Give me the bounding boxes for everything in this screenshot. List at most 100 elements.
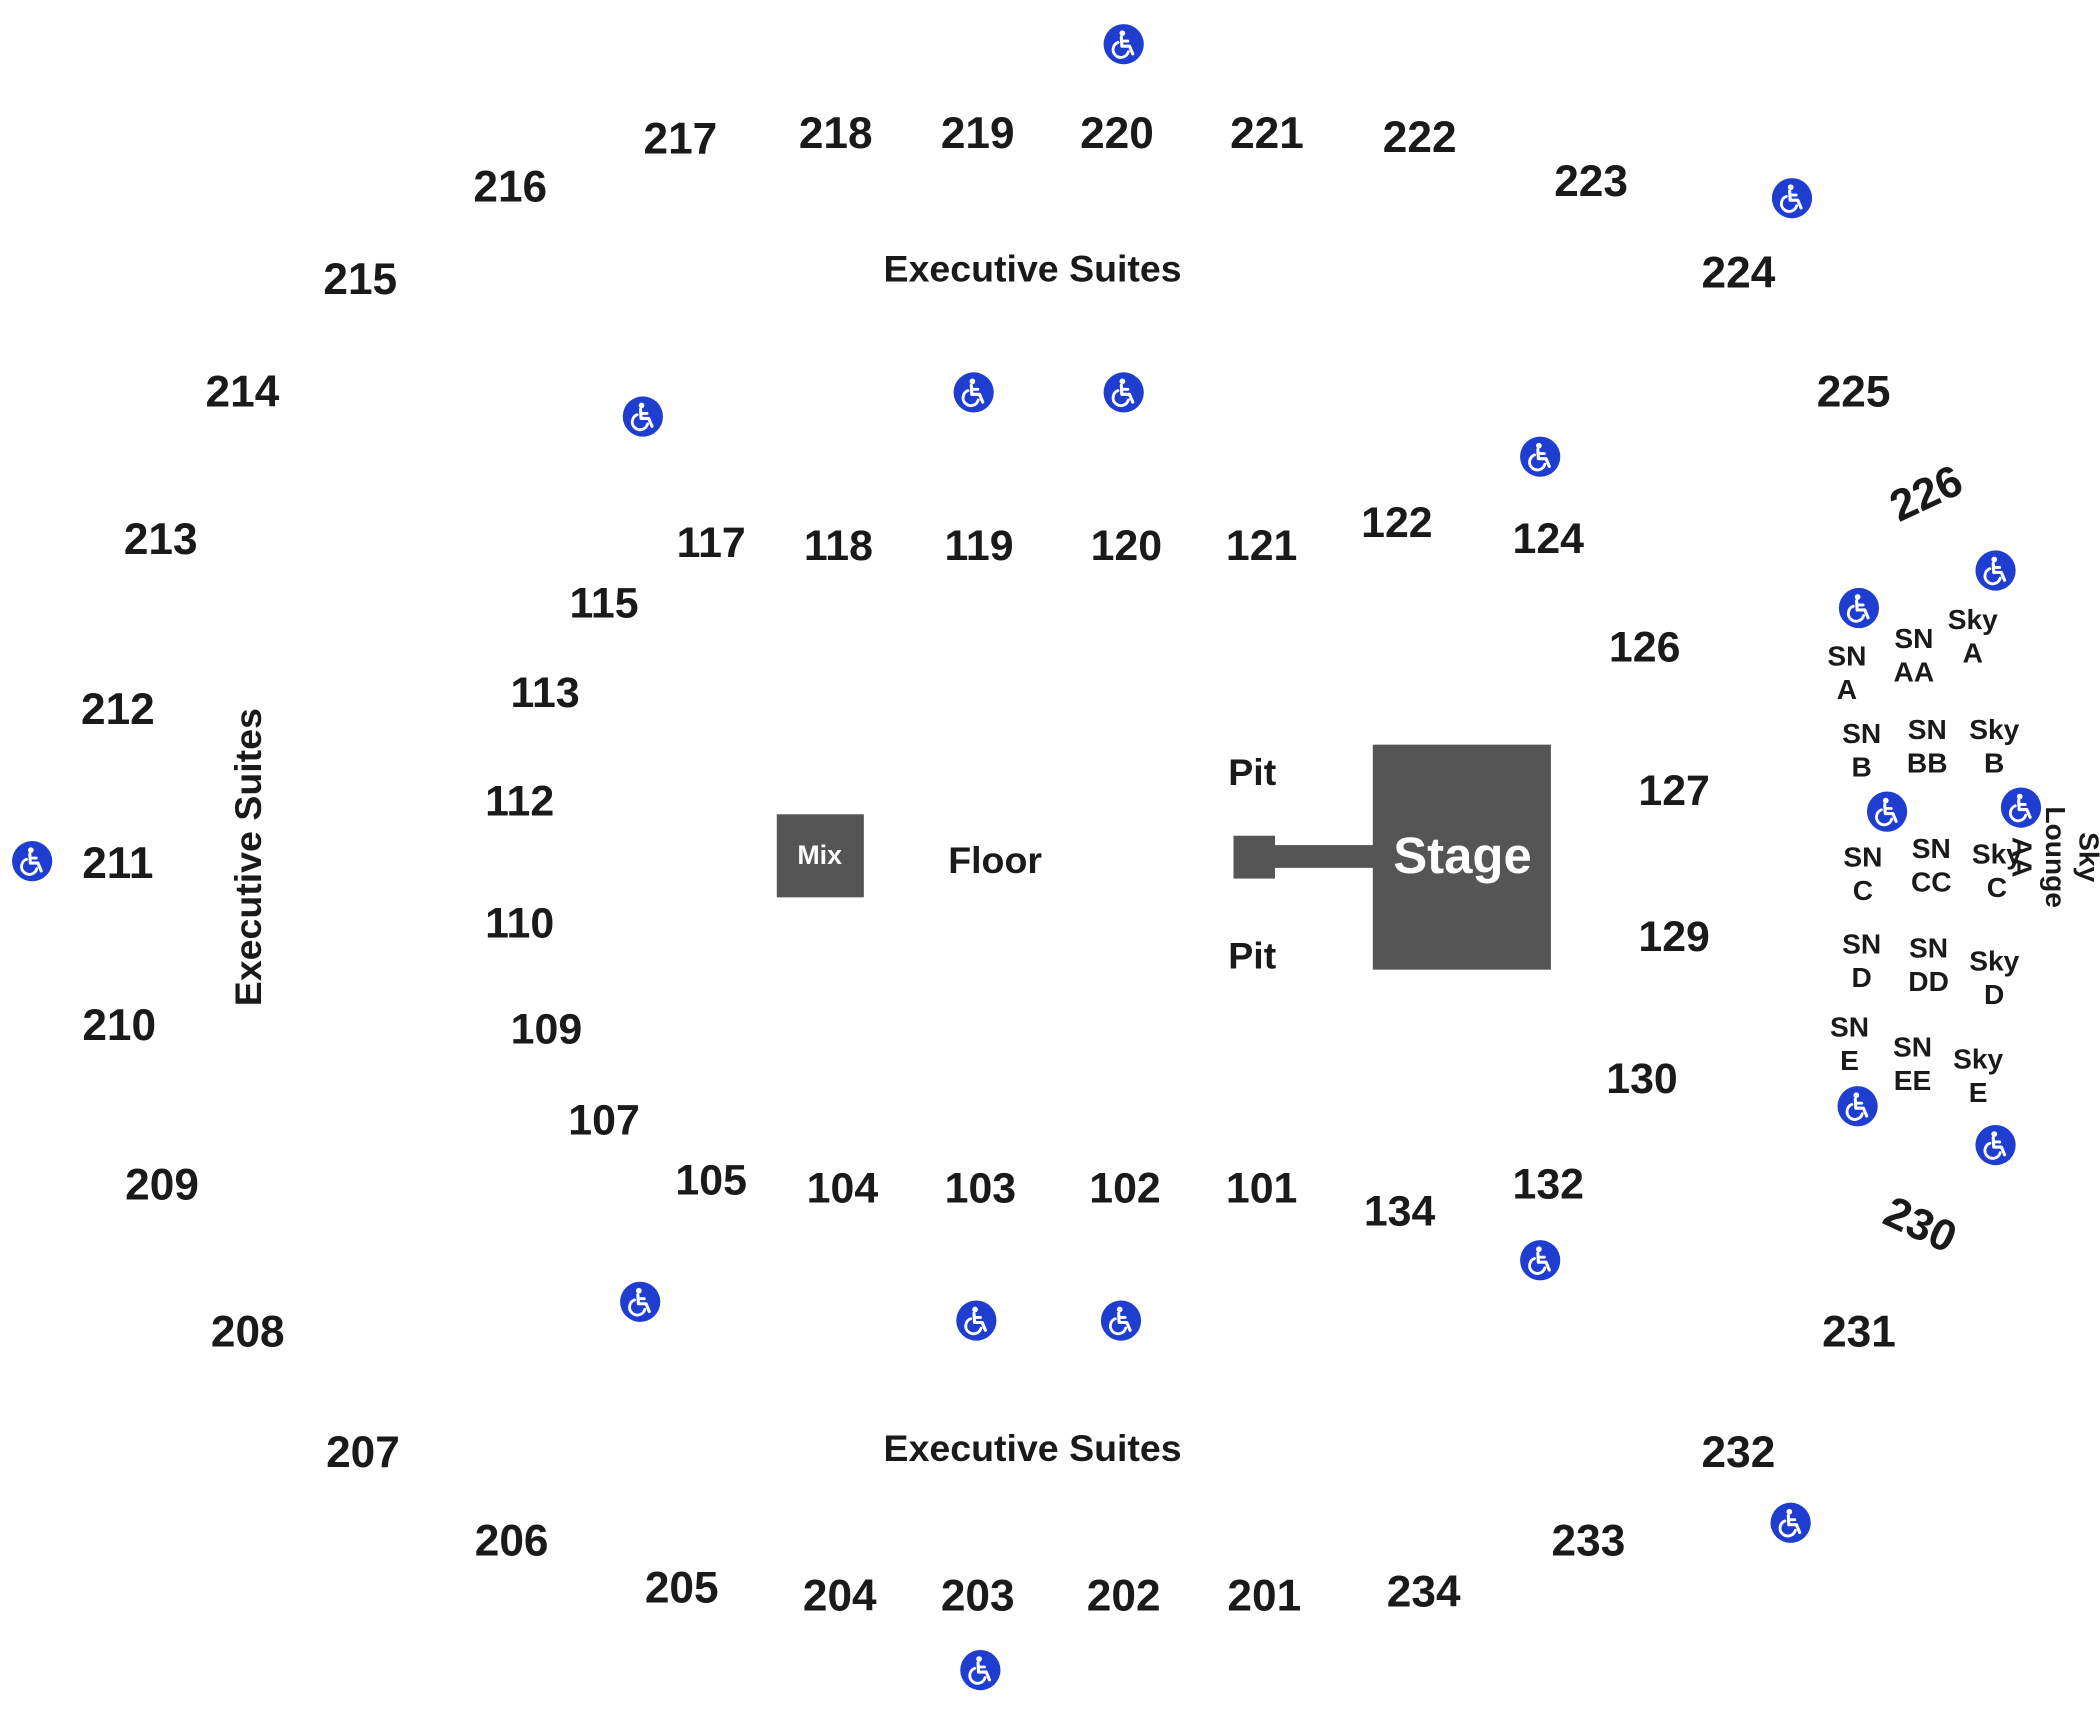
wheelchair-icon[interactable] [1975, 1124, 2017, 1166]
wheelchair-icon[interactable] [1975, 550, 2017, 592]
wheelchair-icon[interactable] [1771, 177, 1813, 219]
wheelchair-icon[interactable] [1519, 1240, 1561, 1282]
section-101[interactable]: 101 [1225, 1163, 1298, 1213]
pit-label-top[interactable]: Pit [1228, 751, 1277, 793]
wheelchair-icon[interactable] [1838, 587, 1880, 629]
suite-sn-bb[interactable]: SN BB [1906, 714, 1948, 780]
section-129[interactable]: 129 [1638, 912, 1710, 961]
wheelchair-icon[interactable] [960, 1649, 1002, 1691]
suite-sn-b[interactable]: SN B [1842, 718, 1882, 784]
section-232[interactable]: 232 [1701, 1427, 1776, 1477]
section-208[interactable]: 208 [210, 1306, 285, 1357]
section-213[interactable]: 213 [123, 513, 198, 564]
suite-sky-d[interactable]: Sky D [1969, 946, 2020, 1012]
wheelchair-icon[interactable] [1519, 436, 1561, 478]
section-132[interactable]: 132 [1512, 1159, 1584, 1209]
section-124[interactable]: 124 [1512, 514, 1584, 563]
section-109[interactable]: 109 [510, 1004, 583, 1053]
executive-suites-top[interactable]: Executive Suites [883, 247, 1182, 290]
suite-sn-c[interactable]: SN C [1843, 842, 1883, 907]
suite-sky-a[interactable]: Sky A [1947, 605, 1998, 670]
wheelchair-icon[interactable] [2000, 787, 2042, 829]
section-226[interactable]: 226 [1882, 454, 1970, 531]
wheelchair-icon[interactable] [1866, 791, 1908, 833]
stage-label: Stage [1393, 829, 1532, 886]
suite-sky-e[interactable]: Sky E [1953, 1044, 2004, 1109]
wheelchair-icon[interactable] [1837, 1086, 1879, 1128]
suite-sn-aa[interactable]: SN AA [1893, 623, 1935, 689]
section-103[interactable]: 103 [944, 1163, 1017, 1213]
section-206[interactable]: 206 [474, 1515, 549, 1565]
section-207[interactable]: 207 [326, 1427, 400, 1477]
section-214[interactable]: 214 [205, 366, 280, 416]
stage [1372, 744, 1551, 970]
wheelchair-icon[interactable] [1100, 1300, 1142, 1342]
suite-sn-cc[interactable]: SN CC [1910, 834, 1952, 899]
section-211[interactable]: 211 [82, 837, 154, 888]
section-112[interactable]: 112 [485, 776, 555, 826]
section-134[interactable]: 134 [1363, 1186, 1436, 1235]
wheelchair-icon[interactable] [622, 396, 664, 438]
executive-suites-bottom[interactable]: Executive Suites [883, 1427, 1182, 1470]
section-215[interactable]: 215 [323, 253, 398, 304]
section-218[interactable]: 218 [798, 107, 873, 158]
section-222[interactable]: 222 [1382, 111, 1457, 162]
suite-sn-e[interactable]: SN E [1830, 1012, 1870, 1077]
section-105[interactable]: 105 [675, 1155, 747, 1205]
pit-label-bottom[interactable]: Pit [1228, 934, 1277, 977]
section-225[interactable]: 225 [1816, 366, 1891, 416]
section-203[interactable]: 203 [940, 1570, 1015, 1620]
floor-label[interactable]: Floor [948, 839, 1042, 882]
section-230[interactable]: 230 [1876, 1186, 1965, 1263]
section-104[interactable]: 104 [806, 1163, 879, 1213]
section-122[interactable]: 122 [1361, 498, 1433, 547]
section-118[interactable]: 118 [803, 520, 873, 570]
wheelchair-icon[interactable] [956, 1300, 998, 1342]
wheelchair-icon[interactable] [1770, 1502, 1812, 1544]
section-201[interactable]: 201 [1227, 1570, 1302, 1620]
wheelchair-icon[interactable] [1103, 372, 1145, 414]
section-223[interactable]: 223 [1554, 156, 1628, 206]
section-205[interactable]: 205 [644, 1562, 719, 1612]
section-233[interactable]: 233 [1551, 1515, 1626, 1565]
executive-suites-left[interactable]: Executive Suites [227, 708, 270, 1007]
section-126[interactable]: 126 [1608, 622, 1681, 671]
section-115[interactable]: 115 [569, 578, 639, 627]
wheelchair-icon[interactable] [11, 840, 53, 882]
section-204[interactable]: 204 [802, 1570, 877, 1620]
section-202[interactable]: 202 [1086, 1570, 1161, 1620]
section-220[interactable]: 220 [1080, 107, 1154, 158]
section-212[interactable]: 212 [80, 683, 155, 734]
section-234[interactable]: 234 [1386, 1566, 1461, 1616]
stage-runway [1272, 845, 1376, 868]
section-216[interactable]: 216 [473, 161, 548, 211]
suite-sn-ee[interactable]: SN EE [1892, 1032, 1933, 1097]
stage-thrust-end [1233, 835, 1276, 879]
wheelchair-icon[interactable] [1103, 23, 1145, 65]
section-231[interactable]: 231 [1822, 1306, 1896, 1357]
section-217[interactable]: 217 [643, 113, 718, 163]
section-224[interactable]: 224 [1701, 247, 1776, 297]
section-113[interactable]: 113 [510, 668, 580, 717]
suite-sn-d[interactable]: SN D [1842, 929, 1882, 994]
section-102[interactable]: 102 [1089, 1163, 1161, 1213]
section-121[interactable]: 121 [1225, 520, 1298, 570]
wheelchair-icon[interactable] [953, 372, 995, 414]
suite-sky-b[interactable]: Sky B [1969, 714, 2020, 780]
section-209[interactable]: 209 [125, 1159, 199, 1209]
section-120[interactable]: 120 [1090, 520, 1163, 570]
wheelchair-icon[interactable] [619, 1281, 661, 1323]
section-130[interactable]: 130 [1606, 1054, 1678, 1103]
section-110[interactable]: 110 [485, 898, 555, 947]
section-210[interactable]: 210 [82, 999, 157, 1050]
suite-sn-dd[interactable]: SN DD [1908, 933, 1949, 998]
section-107[interactable]: 107 [568, 1095, 640, 1144]
section-119[interactable]: 119 [944, 520, 1014, 570]
suite-sky-c[interactable]: Sky C [1971, 839, 2022, 905]
section-117[interactable]: 117 [676, 518, 746, 567]
section-219[interactable]: 219 [940, 107, 1015, 158]
section-127[interactable]: 127 [1638, 766, 1710, 815]
section-221[interactable]: 221 [1230, 107, 1304, 158]
suite-sn-a[interactable]: SN A [1827, 641, 1867, 706]
